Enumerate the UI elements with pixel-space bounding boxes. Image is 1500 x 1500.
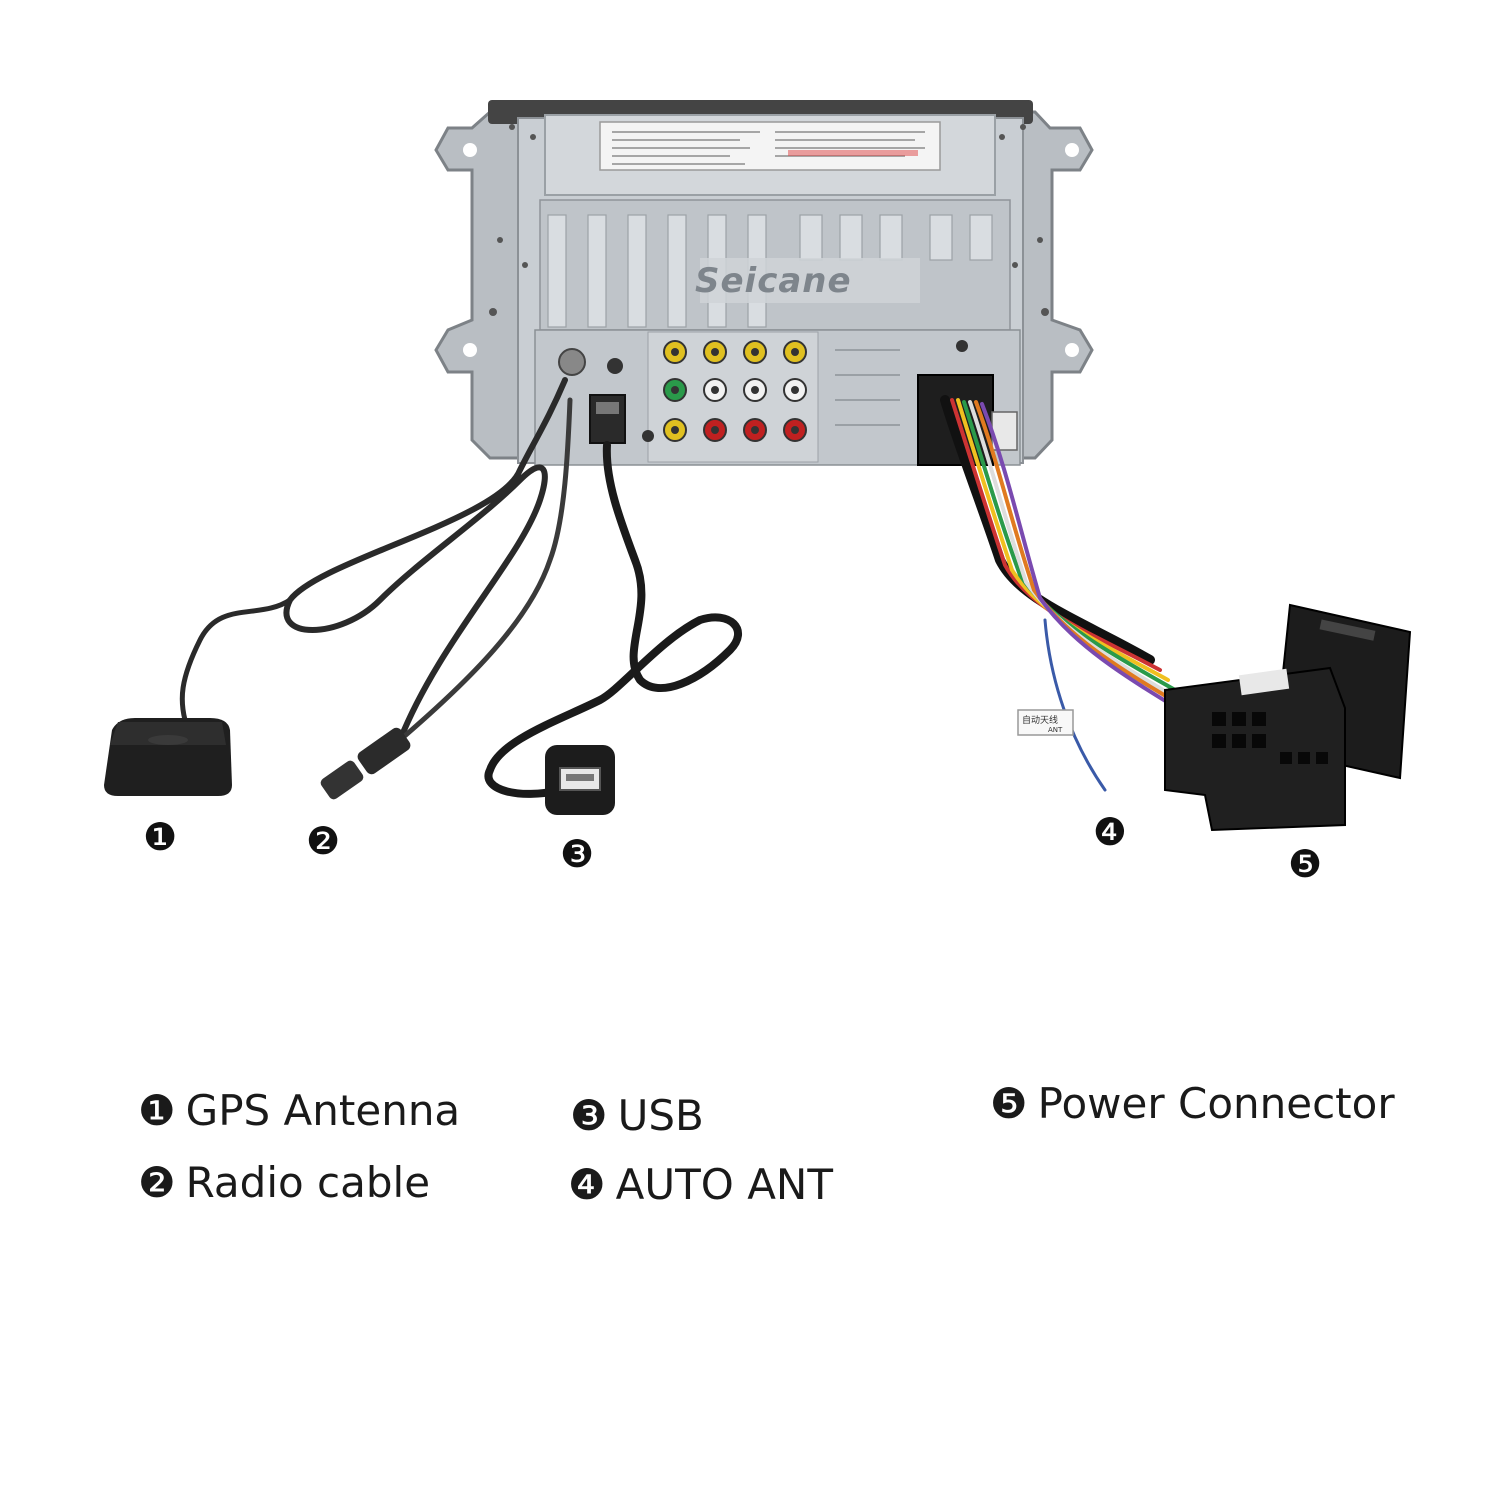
head-unit-chassis: Seicane: [434, 100, 1094, 466]
svg-text:ANT: ANT: [1048, 726, 1063, 734]
legend-label: AUTO ANT: [615, 1160, 833, 1209]
legend-label: Power Connector: [1037, 1079, 1395, 1128]
legend-label: USB: [617, 1091, 704, 1140]
legend-number: ❺: [990, 1079, 1028, 1128]
legend-label: Radio cable: [185, 1158, 431, 1207]
gps-antenna-puck: [104, 718, 232, 796]
usb-socket: [545, 745, 615, 815]
legend-label: GPS Antenna: [185, 1086, 461, 1135]
cables: [179, 377, 1192, 798]
legend-number: ❸: [570, 1091, 608, 1140]
auto-antenna-tag: 自动天线 ANT: [1017, 709, 1074, 736]
product-photo: Seicane: [104, 100, 1412, 832]
marker-auto-ant: ❹: [1093, 810, 1128, 854]
radio-cable-plug: [320, 727, 411, 800]
marker-gps-antenna: ❶: [143, 815, 178, 859]
marker-power-connector: ❺: [1288, 842, 1323, 886]
legend-number: ❶: [138, 1086, 176, 1135]
marker-radio-cable: ❷: [306, 819, 341, 863]
legend-number: ❷: [138, 1158, 176, 1207]
marker-usb: ❸: [560, 832, 595, 876]
legend-number: ❹: [568, 1160, 606, 1209]
power-connector-blocks: [1164, 603, 1412, 832]
svg-text:自动天线: 自动天线: [1022, 714, 1058, 726]
brand-logo: Seicane: [695, 261, 852, 301]
